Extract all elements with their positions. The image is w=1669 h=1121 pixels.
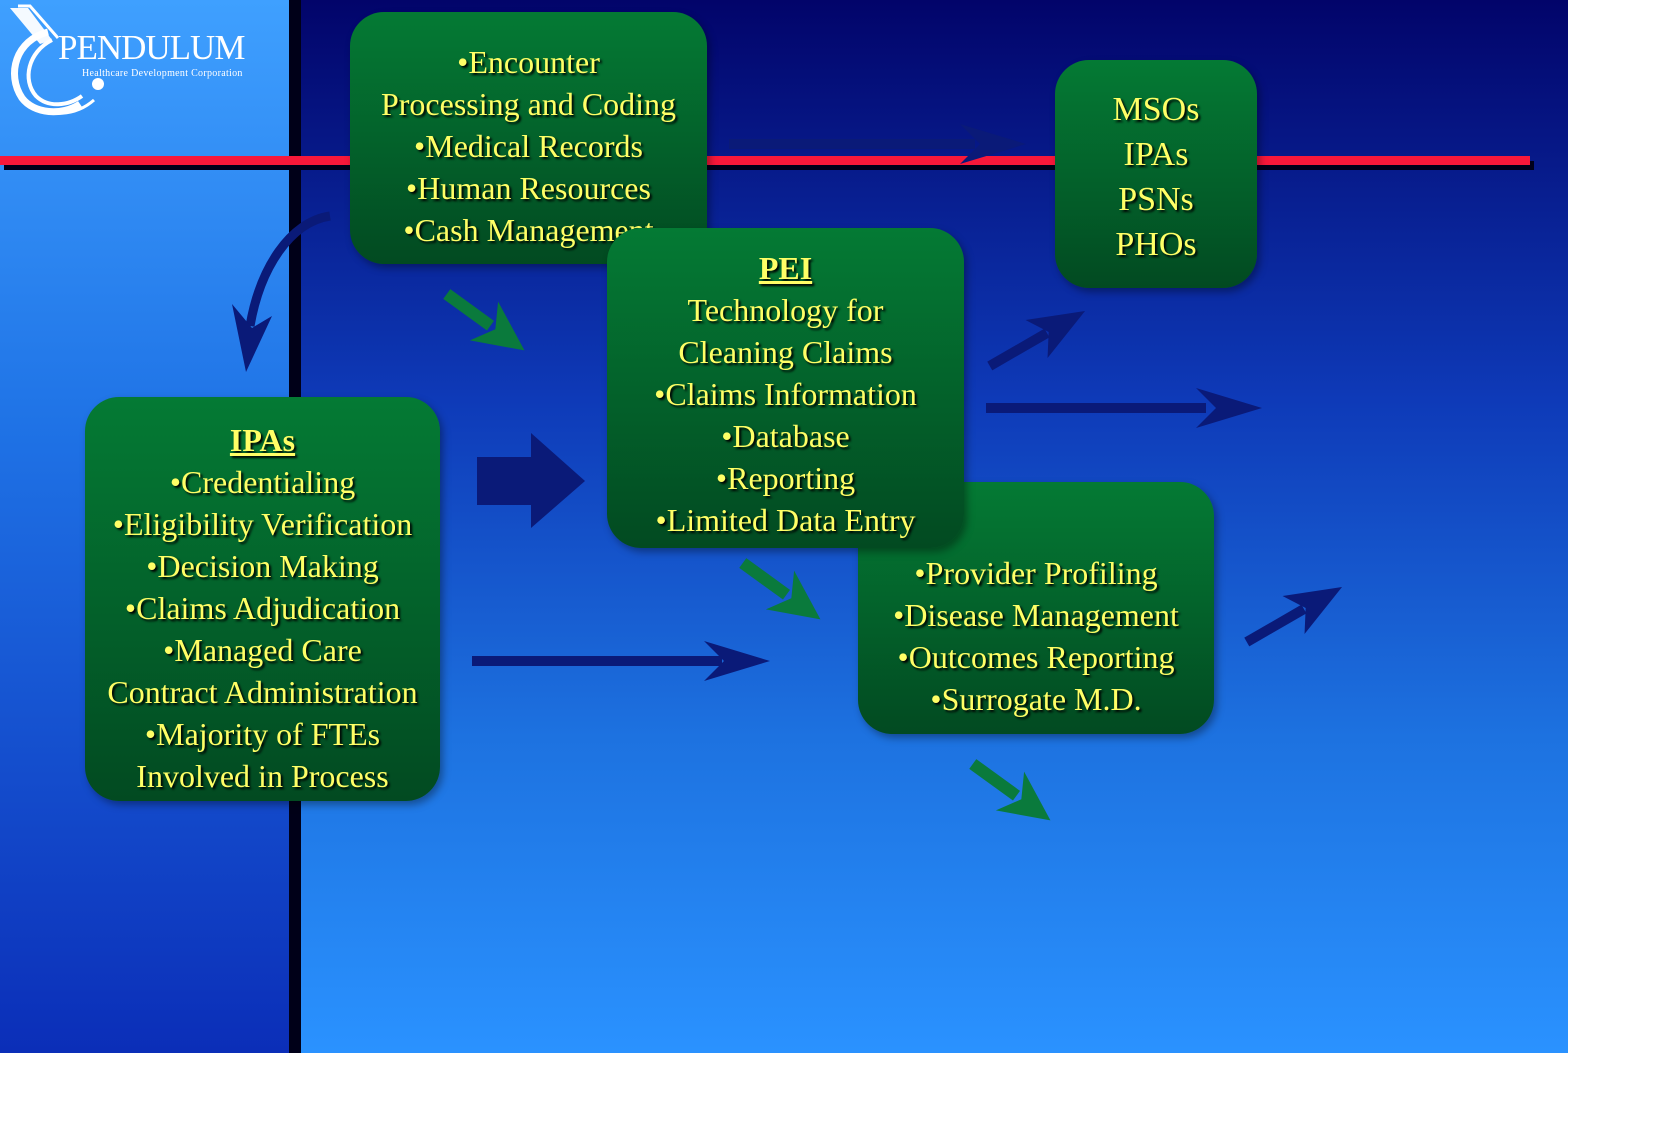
- pei-line: Technology for: [687, 292, 884, 328]
- pei-line: •Limited Data Entry: [655, 502, 916, 538]
- outcomes-services-line: •Surrogate M.D.: [930, 681, 1142, 717]
- ipas-line: •Eligibility Verification: [112, 506, 413, 542]
- outcomes-services-line: •Provider Profiling: [914, 555, 1158, 591]
- red-horizontal-rule: [0, 156, 1530, 165]
- pendulum-logo-icon: [10, 4, 104, 116]
- pei-heading: PEI: [758, 250, 813, 286]
- organization-label: PSNs: [1118, 181, 1194, 218]
- organization-label: IPAs: [1123, 136, 1189, 173]
- outcomes-services-line: •Outcomes Reporting: [897, 639, 1175, 675]
- admin-services-line: Processing and Coding: [380, 86, 677, 122]
- admin-services-line: •Encounter: [457, 44, 600, 80]
- organization-label: PHOs: [1115, 226, 1197, 263]
- pei-box: PEI Technology for Cleaning Claims •Clai…: [607, 228, 964, 548]
- ipas-line: •Decision Making: [146, 548, 379, 584]
- admin-services-box: •Encounter Processing and Coding •Medica…: [350, 12, 707, 264]
- company-logo: PENDULUM Healthcare Development Corporat…: [0, 0, 270, 124]
- ipas-box: IPAs •Credentialing •Eligibility Verific…: [85, 397, 440, 801]
- pei-line: •Reporting: [715, 460, 856, 496]
- slide: PENDULUM Healthcare Development Corporat…: [0, 0, 1568, 1053]
- pei-line: Cleaning Claims: [678, 334, 893, 370]
- admin-services-line: •Medical Records: [414, 128, 643, 164]
- admin-services-line: •Human Resources: [406, 170, 651, 206]
- ipas-line: Involved in Process: [136, 758, 389, 794]
- logo-title: PENDULUM: [58, 28, 245, 67]
- organizations-box: MSOs IPAs PSNs PHOs: [1055, 60, 1257, 288]
- pei-line: •Claims Information: [654, 376, 917, 412]
- pei-line: •Database: [721, 418, 850, 454]
- logo-subtitle: Healthcare Development Corporation: [82, 68, 243, 79]
- organization-label: MSOs: [1112, 91, 1200, 128]
- ipas-line: •Managed Care: [163, 632, 362, 668]
- ipas-heading: IPAs: [229, 422, 296, 458]
- outcomes-services-line: •Disease Management: [893, 597, 1179, 633]
- ipas-line: •Claims Adjudication: [124, 590, 401, 626]
- ipas-line: Contract Administration: [107, 674, 418, 710]
- ipas-line: •Majority of FTEs: [144, 716, 381, 752]
- ipas-line: •Credentialing: [169, 464, 356, 500]
